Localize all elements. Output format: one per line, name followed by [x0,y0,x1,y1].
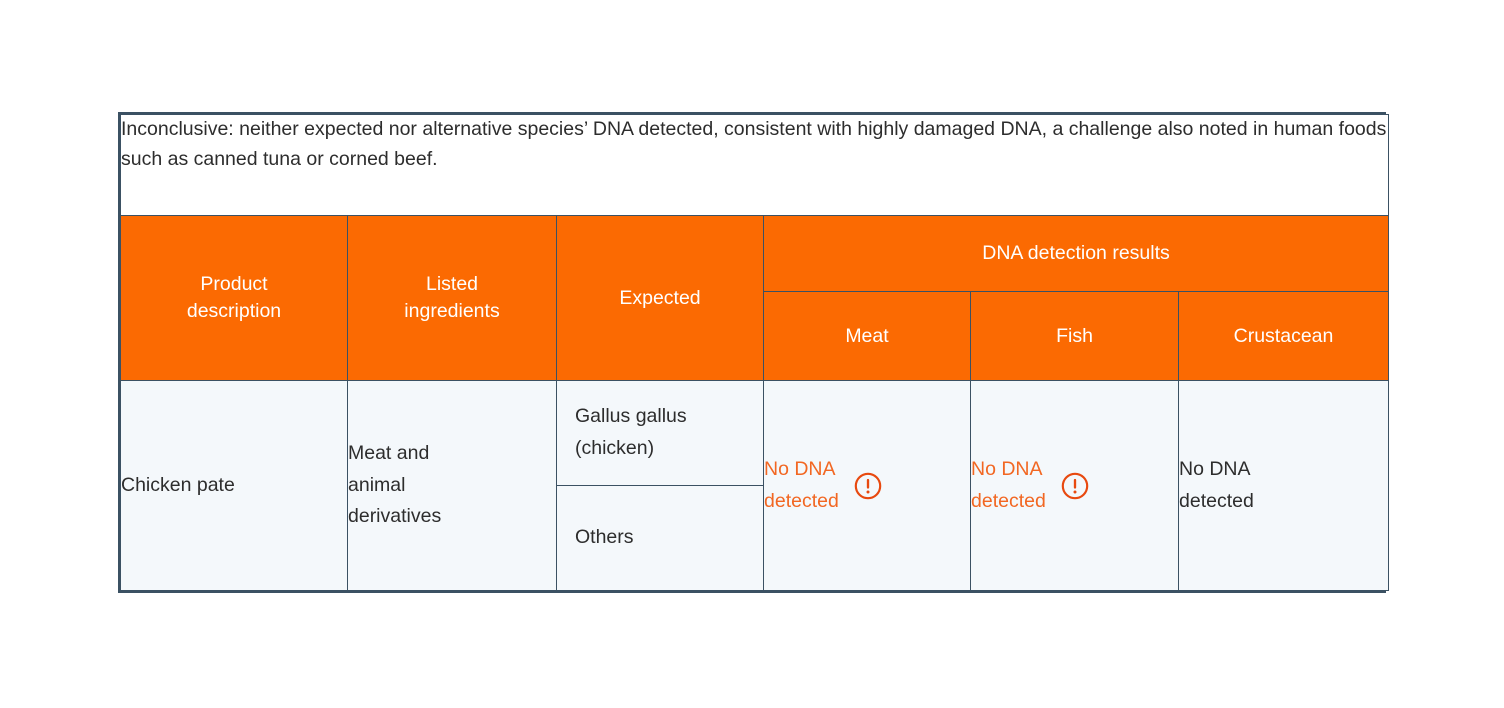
warning-circle-icon [854,472,882,499]
cell-expected: Gallus gallus (chicken) Others [556,380,764,591]
cell-result-meat: No DNA detected [763,380,971,591]
warning-circle-icon [1061,472,1089,499]
expected-primary-row: Gallus gallus (chicken) [557,381,763,486]
dna-results-table: Inconclusive: neither expected nor alter… [119,114,1390,591]
dna-results-table-container: Inconclusive: neither expected nor alter… [118,112,1390,593]
table-row: Chicken pate Meat and animal derivatives… [120,380,1390,591]
table-note-row: Inconclusive: neither expected nor alter… [119,114,1390,216]
expected-secondary-row: Others [557,486,763,591]
result-text-meat: No DNA detected [764,457,839,512]
column-header-fish: Fish [970,291,1179,381]
column-header-meat: Meat [763,291,971,381]
expected-species-secondary: Others [575,526,634,549]
column-header-crustacean: Crustacean [1177,291,1390,381]
column-header-listed-ingredients: Listed ingredients [347,215,557,381]
inconclusive-note: Inconclusive: neither expected nor alter… [119,114,1390,216]
table-header-row-secondary: Meat Fish Crustacean [121,291,1390,381]
cell-result-crustacean: No DNA detected [1177,380,1390,591]
column-header-expected: Expected [556,215,764,381]
column-header-dna-detection-results: DNA detection results [762,215,1390,292]
cell-result-fish: No DNA detected [970,380,1179,591]
table-header-row-primary: Product description Listed ingredients E… [120,215,1390,381]
expected-split-table: Gallus gallus (chicken) Others [557,381,763,590]
column-header-product-description: Product description [120,215,348,381]
cell-product-description: Chicken pate [120,380,348,591]
cell-listed-ingredients: Meat and animal derivatives [347,380,557,591]
expected-species-primary: Gallus gallus (chicken) [575,405,687,459]
result-text-fish: No DNA detected [971,457,1046,512]
result-text-crustacean: No DNA detected [1179,457,1254,512]
